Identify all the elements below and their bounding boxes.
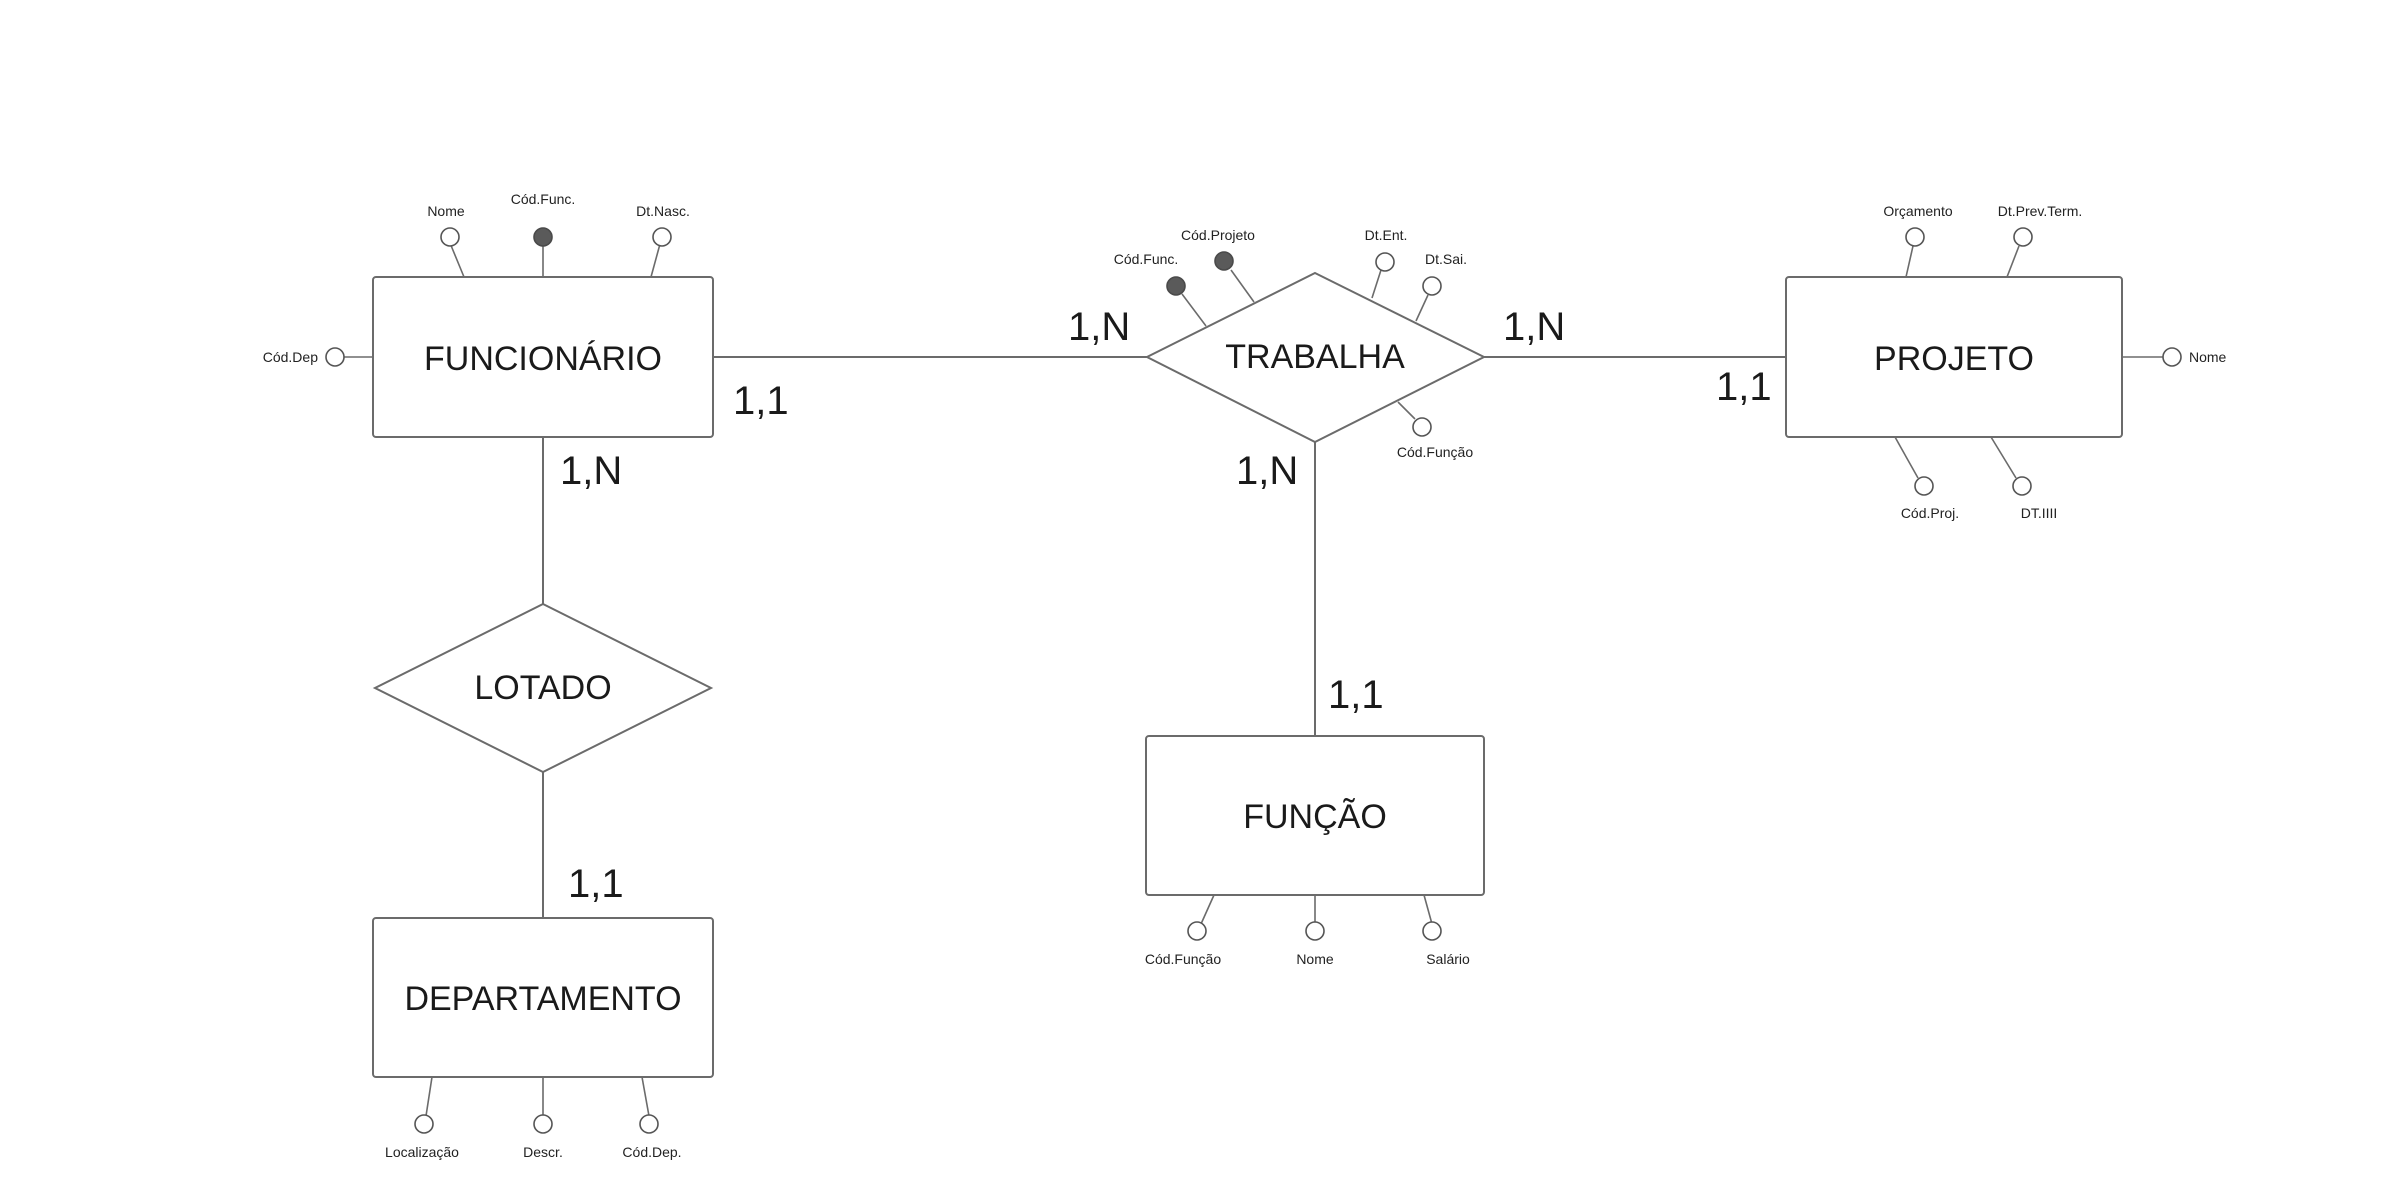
- attr-label-departamento-localizacao: Localização: [385, 1144, 459, 1160]
- links: [542, 356, 1786, 918]
- attr-label-funcionario-cod-func: Cód.Func.: [511, 191, 576, 207]
- cardinality-trabalha-funcao: 1,N: [1236, 449, 1298, 493]
- relationship-lotado[interactable]: LOTADO: [372, 602, 714, 774]
- cardinality-trabalha-funcionario: 1,N: [1068, 305, 1130, 349]
- entity-funcionario[interactable]: FUNCIONÁRIO: [372, 276, 714, 438]
- attr-marker-departamento-localizacao: [414, 1114, 434, 1134]
- attr-marker-funcao-salario: [1422, 921, 1442, 941]
- attr-marker-trabalha-cod-projeto: [1214, 251, 1234, 271]
- attr-label-trabalha-dt-ent: Dt.Ent.: [1365, 227, 1408, 243]
- cardinality-funcao-trabalha: 1,1: [1328, 673, 1384, 717]
- cardinality-lotado-departamento: 1,1: [568, 862, 624, 906]
- attr-label-funcionario-nome: Nome: [427, 203, 465, 219]
- attr-label-funcionario-cod-dep: Cód.Dep: [263, 349, 318, 365]
- attr-label-funcao-salario: Salário: [1426, 951, 1470, 967]
- attr-marker-projeto-orcamento: [1905, 227, 1925, 247]
- cardinality-funcionario-lotado: 1,N: [560, 449, 622, 493]
- attr-label-projeto-nome: Nome: [2189, 349, 2227, 365]
- attr-label-projeto-dt-iiii: DT.IIII: [2021, 505, 2058, 521]
- attr-marker-projeto-cod-proj: [1914, 476, 1934, 496]
- attr-marker-trabalha-dt-sai: [1422, 276, 1442, 296]
- attr-label-projeto-orcamento: Orçamento: [1883, 203, 1952, 219]
- attr-label-trabalha-cod-projeto: Cód.Projeto: [1181, 227, 1255, 243]
- relationship-label: TRABALHA: [1225, 338, 1405, 376]
- attr-marker-funcao-nome: [1305, 921, 1325, 941]
- relationship-label: LOTADO: [474, 669, 611, 707]
- attr-marker-departamento-cod-dep: [639, 1114, 659, 1134]
- attr-marker-projeto-dt-iiii: [2012, 476, 2032, 496]
- attribute-labels: Nome Cód.Func. Dt.Nasc. Cód.Dep Cód.Func…: [263, 191, 2227, 1160]
- cardinality-trabalha-projeto: 1,N: [1503, 305, 1565, 349]
- attr-marker-projeto-nome: [2162, 347, 2182, 367]
- entity-funcao[interactable]: FUNÇÃO: [1145, 735, 1485, 896]
- attr-marker-trabalha-cod-funcao: [1412, 417, 1432, 437]
- relationship-diamond: [1144, 271, 1487, 444]
- attribute-connectors: [342, 242, 2163, 1117]
- cardinalities: 1,1 1,N 1,N 1,1 1,N 1,1 1,N 1,1: [560, 305, 1772, 906]
- entity-projeto[interactable]: PROJETO: [1785, 276, 2123, 438]
- attr-marker-funcionario-dt-nasc: [652, 227, 672, 247]
- relationship-diamond: [372, 602, 714, 774]
- entity-departamento[interactable]: DEPARTAMENTO: [372, 917, 714, 1078]
- attr-label-funcao-cod-funcao: Cód.Função: [1145, 951, 1221, 967]
- relationship-trabalha[interactable]: TRABALHA: [1144, 271, 1487, 444]
- attr-marker-trabalha-cod-func: [1166, 276, 1186, 296]
- attr-label-departamento-cod-dep: Cód.Dep.: [622, 1144, 681, 1160]
- attr-marker-funcionario-nome: [440, 227, 460, 247]
- attr-label-departamento-descr: Descr.: [523, 1144, 563, 1160]
- attr-label-funcionario-dt-nasc: Dt.Nasc.: [636, 203, 690, 219]
- attr-marker-funcionario-cod-func: [533, 227, 553, 247]
- entity-box: [1145, 735, 1485, 896]
- attr-label-trabalha-cod-func: Cód.Func.: [1114, 251, 1179, 267]
- entity-label: DEPARTAMENTO: [404, 980, 681, 1018]
- entity-label: FUNÇÃO: [1243, 798, 1387, 836]
- attr-label-trabalha-cod-funcao: Cód.Função: [1397, 444, 1473, 460]
- attr-label-trabalha-dt-sai: Dt.Sai.: [1425, 251, 1467, 267]
- attr-label-projeto-cod-proj: Cód.Proj.: [1901, 505, 1959, 521]
- attr-marker-trabalha-dt-ent: [1375, 252, 1395, 272]
- entity-label: PROJETO: [1874, 340, 2034, 378]
- cardinality-projeto-trabalha: 1,1: [1716, 365, 1772, 409]
- cardinality-funcionario-trabalha: 1,1: [733, 379, 789, 423]
- entity-box: [372, 276, 714, 438]
- attr-marker-funcao-cod-funcao: [1187, 921, 1207, 941]
- entity-box: [1785, 276, 2123, 438]
- attr-marker-departamento-descr: [533, 1114, 553, 1134]
- attr-label-funcao-nome: Nome: [1296, 951, 1334, 967]
- attr-marker-funcionario-cod-dep: [325, 347, 345, 367]
- attr-label-projeto-dt-prev-term: Dt.Prev.Term.: [1998, 203, 2083, 219]
- attr-marker-projeto-dt-prev-term: [2013, 227, 2033, 247]
- attribute-markers: [325, 227, 2182, 1134]
- entity-box: [372, 917, 714, 1078]
- entity-label: FUNCIONÁRIO: [424, 340, 662, 378]
